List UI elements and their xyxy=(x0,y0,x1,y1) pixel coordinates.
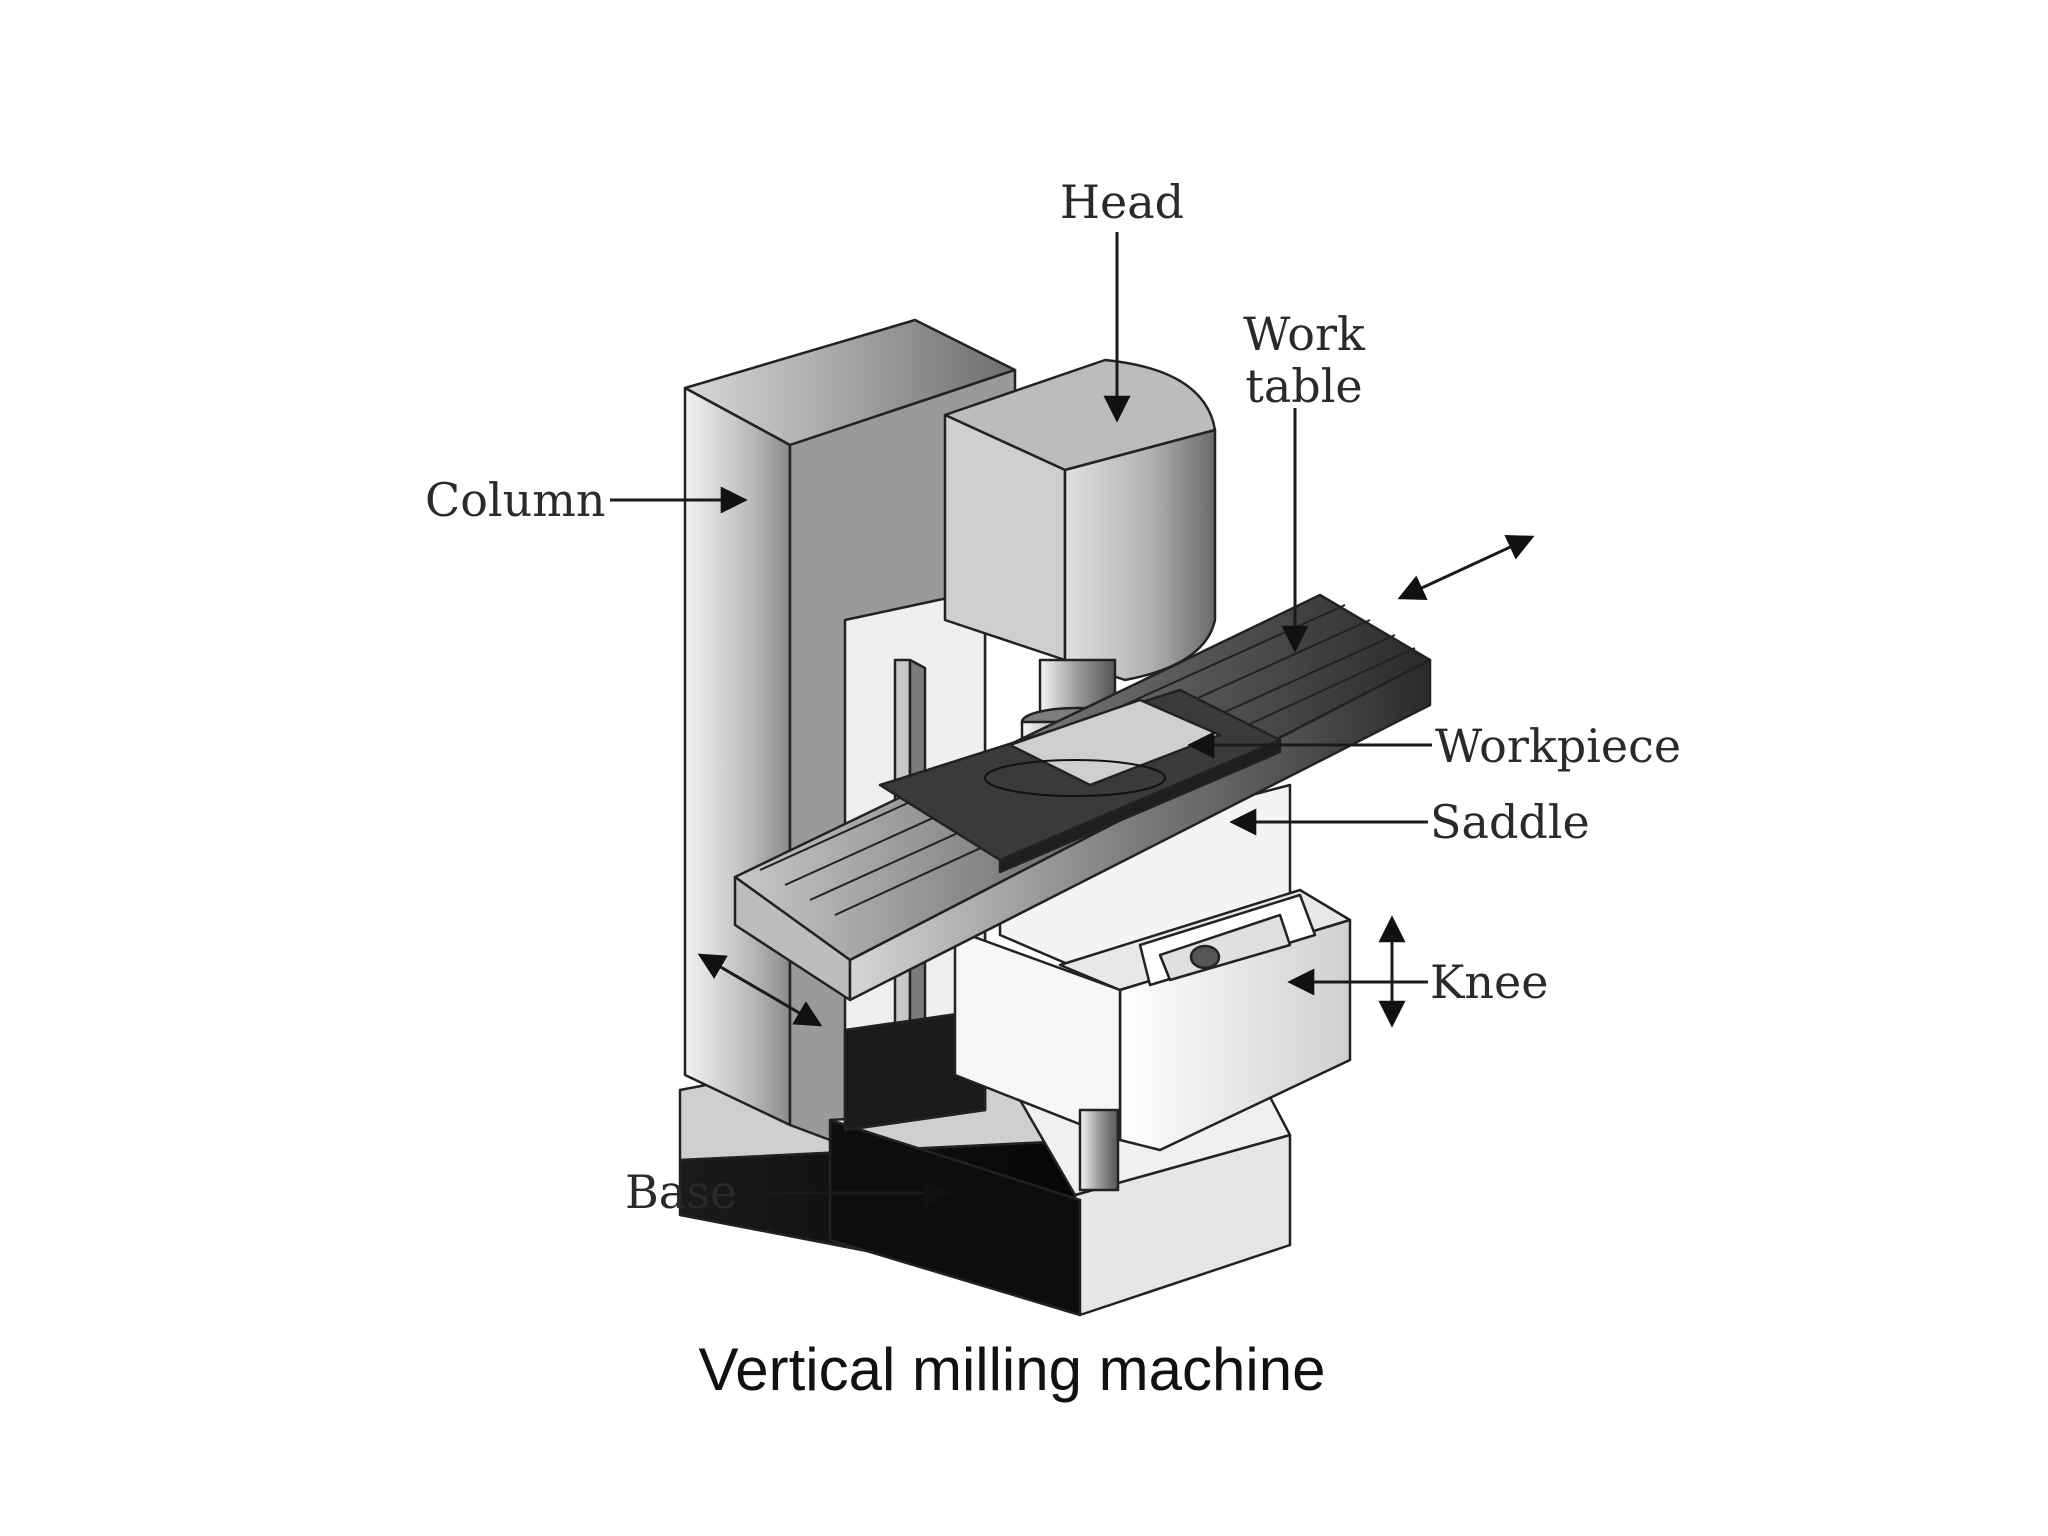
label-head: Head xyxy=(1060,175,1184,229)
table-feed-arrow-right xyxy=(1400,537,1532,598)
label-saddle: Saddle xyxy=(1430,795,1590,849)
label-base: Base xyxy=(625,1165,737,1219)
label-work-table-line2: table xyxy=(1245,359,1362,413)
label-knee: Knee xyxy=(1430,955,1548,1009)
machine-illustration xyxy=(680,320,1430,1315)
head-body xyxy=(945,360,1215,680)
label-column: Column xyxy=(425,473,605,527)
diagram-caption: Vertical milling machine xyxy=(699,1336,1326,1403)
label-work-table-line1: Work xyxy=(1243,307,1366,361)
label-workpiece: Workpiece xyxy=(1435,719,1681,773)
